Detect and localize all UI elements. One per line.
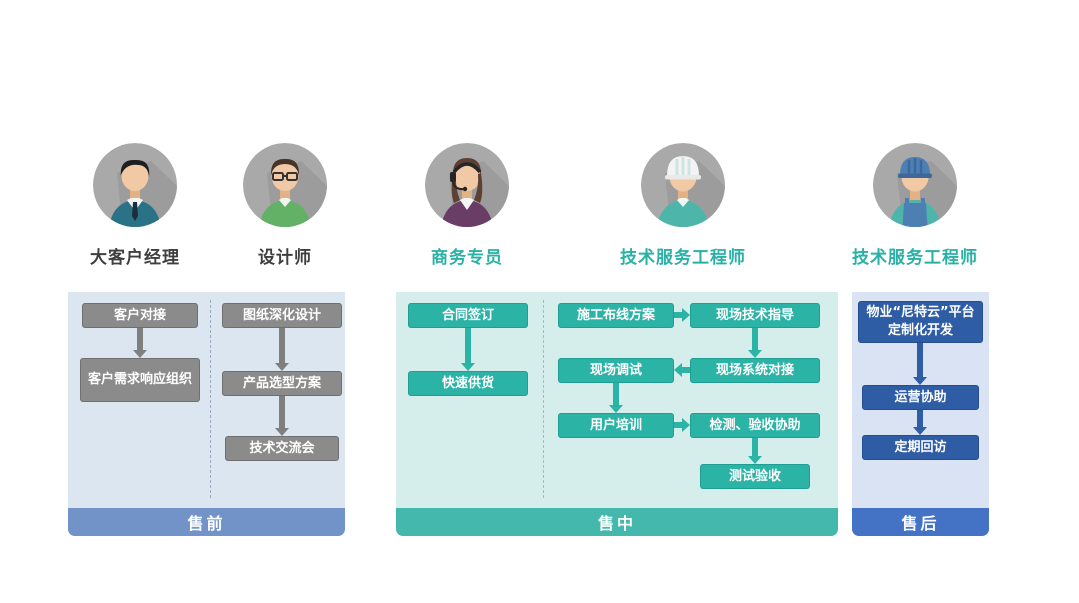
panel-after-sale: 物业“尼特云”平台定制化开发 运营协助 定期回访 售后	[852, 292, 989, 536]
designer-avatar-icon	[243, 143, 327, 227]
role-label: 设计师	[258, 248, 312, 268]
arrow-down-icon	[609, 383, 623, 413]
step-test-acceptance: 测试验收	[700, 464, 810, 489]
step-user-training: 用户培训	[558, 413, 674, 438]
arrow-down-icon	[461, 328, 475, 371]
panel-pre-sale-footer: 售前	[68, 508, 345, 536]
panel-mid-sale: 合同签订 快速供货 施工布线方案 现场技术指导 现场系统对接 现场调试 用户培训…	[396, 292, 838, 536]
arrow-down-icon	[913, 343, 927, 385]
service-engineer-helmet-avatar-icon	[641, 143, 725, 227]
step-platform-custom-development: 物业“尼特云”平台定制化开发	[858, 301, 983, 343]
role-service-engineer-2: 技术服务工程师	[840, 143, 990, 268]
arrow-down-icon	[133, 328, 147, 358]
role-business-specialist: 商务专员	[392, 143, 542, 268]
role-account-manager: 大客户经理	[60, 143, 210, 268]
panel-pre-sale: 客户对接 客户需求响应组织 图纸深化设计 产品选型方案 技术交流会 售前	[68, 292, 345, 536]
arrow-right-icon	[674, 308, 690, 322]
arrow-down-icon	[275, 328, 289, 371]
step-regular-return-visit: 定期回访	[862, 435, 979, 460]
step-technical-exchange-meeting: 技术交流会	[225, 436, 339, 461]
step-drawing-deepening-design: 图纸深化设计	[222, 303, 342, 328]
role-label: 大客户经理	[90, 248, 180, 268]
panel-after-sale-footer: 售后	[852, 508, 989, 536]
role-label: 技术服务工程师	[852, 248, 978, 268]
business-specialist-avatar-icon	[425, 143, 509, 227]
arrow-right-icon	[674, 418, 690, 432]
column-divider	[210, 300, 211, 498]
step-operation-assist: 运营协助	[862, 385, 979, 410]
arrow-down-icon	[275, 396, 289, 436]
step-inspection-acceptance-assist: 检测、验收协助	[690, 413, 820, 438]
step-onsite-system-docking: 现场系统对接	[690, 358, 820, 383]
role-label: 技术服务工程师	[620, 248, 746, 268]
panel-mid-sale-footer: 售中	[396, 508, 838, 536]
arrow-down-icon	[748, 328, 762, 358]
service-engineer-cap-avatar-icon	[873, 143, 957, 227]
step-customer-demand-response: 客户需求响应组织	[80, 358, 200, 402]
step-onsite-technical-guidance: 现场技术指导	[690, 303, 820, 328]
account-manager-avatar-icon	[93, 143, 177, 227]
role-service-engineer-1: 技术服务工程师	[608, 143, 758, 268]
step-fast-delivery: 快速供货	[408, 371, 528, 396]
step-product-selection-plan: 产品选型方案	[222, 371, 342, 396]
column-divider	[543, 300, 544, 498]
arrow-down-icon	[913, 410, 927, 435]
arrow-left-icon	[674, 363, 690, 377]
step-onsite-debugging: 现场调试	[558, 358, 674, 383]
role-designer: 设计师	[210, 143, 360, 268]
arrow-down-icon	[748, 438, 762, 464]
step-contract-signing: 合同签订	[408, 303, 528, 328]
step-customer-docking: 客户对接	[82, 303, 198, 328]
step-wiring-plan: 施工布线方案	[558, 303, 674, 328]
role-label: 商务专员	[431, 248, 503, 268]
